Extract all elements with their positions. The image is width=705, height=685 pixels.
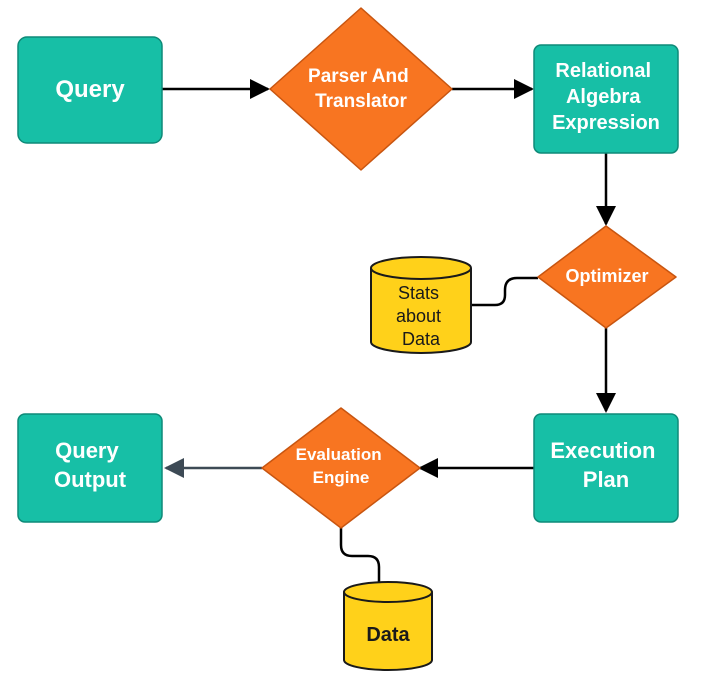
stats-cylinder-top: [370, 267, 472, 280]
data-cylinder-top: [343, 591, 433, 603]
node-relational: Relational Algebra Expression: [533, 44, 679, 154]
optimizer-diamond: [537, 225, 677, 329]
node-optimizer: Optimizer: [537, 225, 677, 329]
execution-label: Execution Plan: [550, 438, 661, 492]
parser-label: Parser And Translator: [308, 66, 414, 112]
output-label: Query Output: [54, 438, 127, 492]
evaluation-label: Evaluation Engine: [296, 445, 387, 487]
connector-stats-to-optimizer: [472, 276, 538, 307]
stats-label: Stats about Data: [396, 283, 446, 349]
stats-cylinder: [370, 256, 472, 354]
query-label: Query: [55, 76, 125, 103]
relational-box: [533, 44, 679, 154]
connector-evaluation-to-data: [339, 526, 381, 583]
relational-label: Relational Algebra Expression: [552, 60, 660, 134]
node-output: Query Output: [17, 413, 163, 523]
node-stats-store: Stats about Data: [370, 256, 472, 354]
output-box: [17, 413, 163, 523]
node-parser: Parser And Translator: [269, 7, 453, 171]
data-cylinder: [343, 581, 433, 671]
execution-box: [533, 413, 679, 523]
node-execution: Execution Plan: [533, 413, 679, 523]
optimizer-label: Optimizer: [565, 266, 648, 286]
node-query: Query: [17, 36, 163, 144]
node-evaluation: Evaluation Engine: [261, 407, 421, 529]
query-box: [17, 36, 163, 144]
evaluation-diamond: [261, 407, 421, 529]
node-data-store: Data: [343, 581, 433, 671]
parser-diamond: [269, 7, 453, 171]
connectors: [162, 79, 616, 583]
data-label: Data: [366, 624, 410, 646]
